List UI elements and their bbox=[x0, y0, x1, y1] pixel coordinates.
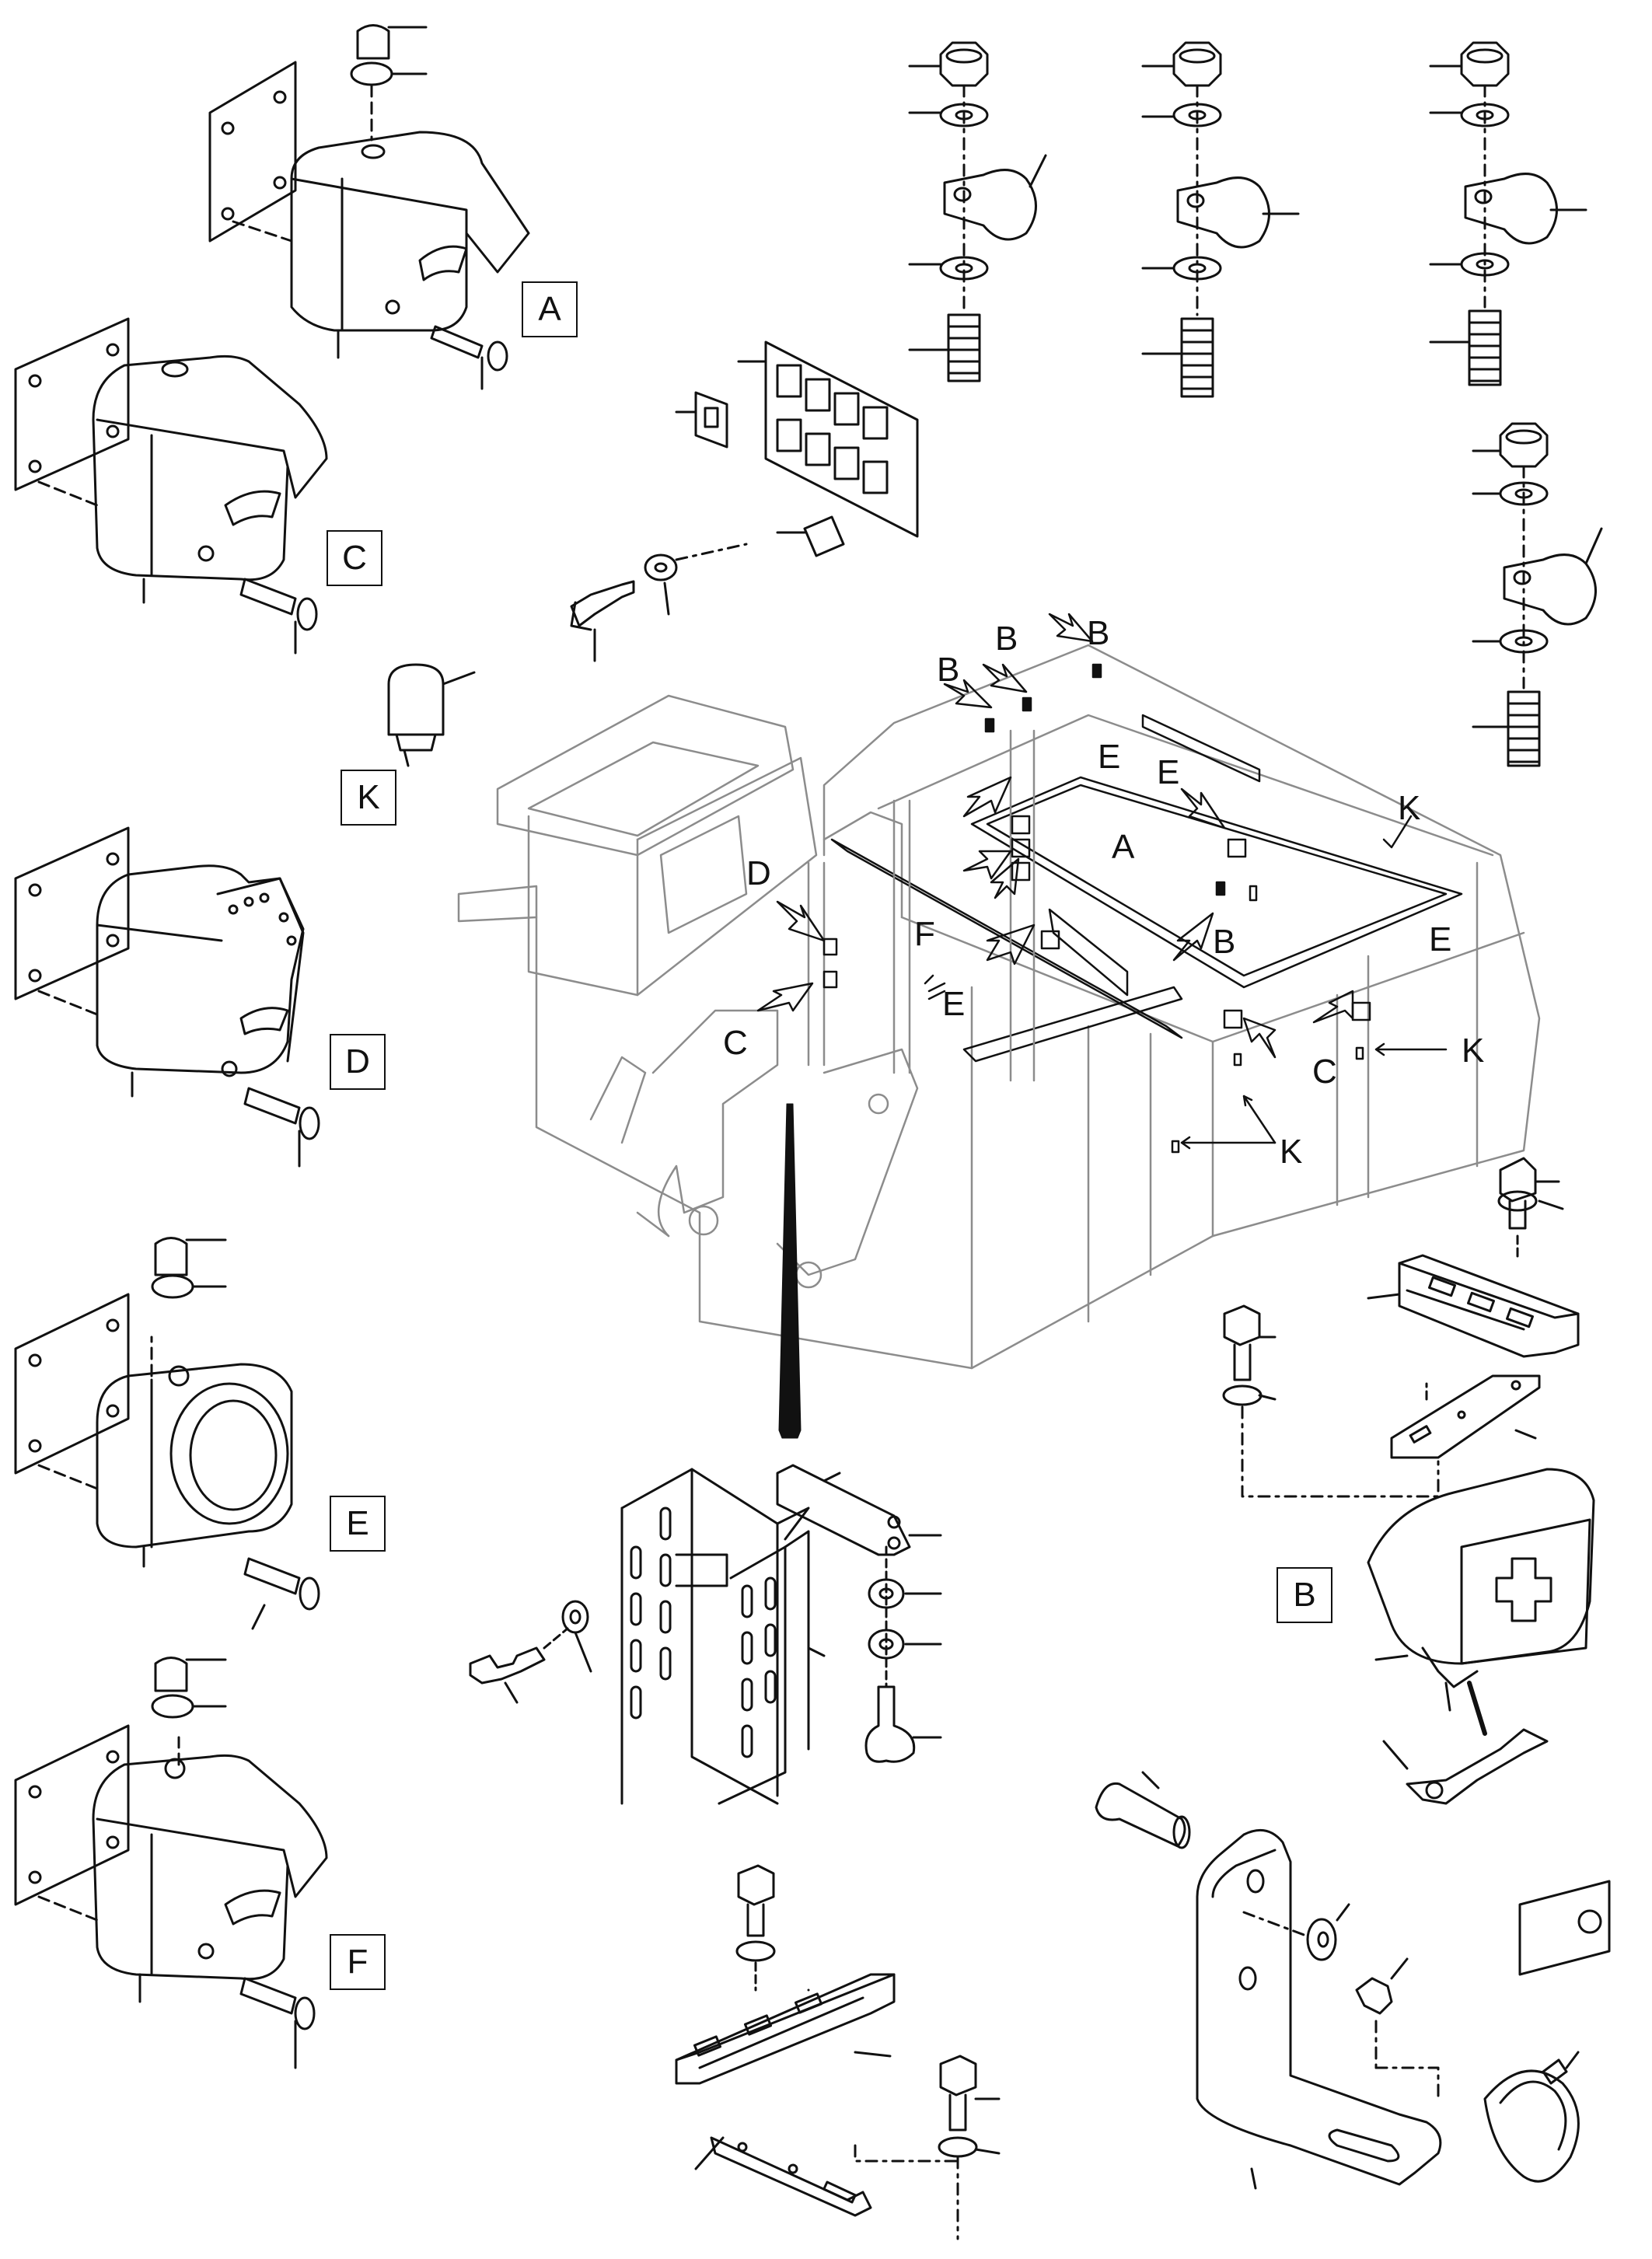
callout-c-2: C bbox=[1312, 1053, 1337, 1091]
lamp-assembly-f bbox=[14, 1657, 328, 2069]
cable-tray-icon bbox=[1222, 1157, 1580, 1498]
callout-a: A bbox=[1112, 828, 1135, 866]
screw-icon bbox=[239, 578, 297, 616]
gasket-plate-icon bbox=[14, 1293, 130, 1475]
bolt-icon bbox=[939, 2055, 977, 2097]
nut-icon bbox=[1499, 422, 1549, 468]
cable-tie-icon bbox=[1483, 2051, 1580, 2183]
lamp-housing-icon bbox=[96, 864, 305, 1074]
washer-icon bbox=[561, 1600, 589, 1634]
angle-bracket bbox=[1095, 1771, 1442, 2190]
stud-icon bbox=[1468, 309, 1502, 386]
nut-icon bbox=[1355, 1977, 1393, 2015]
washer-icon bbox=[1222, 1384, 1263, 1406]
washer-icon bbox=[938, 2136, 978, 2158]
callout-b-1: B bbox=[937, 651, 960, 689]
washer-icon bbox=[350, 61, 393, 86]
washer-icon bbox=[151, 1274, 194, 1299]
callout-k-1: K bbox=[1398, 789, 1421, 827]
lamp-assembly-a bbox=[208, 24, 530, 390]
cable-tray-icon-bottom bbox=[675, 1864, 1001, 2240]
detail-label-k: K bbox=[341, 770, 396, 826]
nut-icon bbox=[939, 41, 989, 87]
callout-e-1: E bbox=[1098, 738, 1121, 776]
gasket-plate-icon bbox=[14, 826, 130, 1000]
washer-icon bbox=[151, 1694, 194, 1719]
mount-points bbox=[823, 663, 1371, 1154]
lamp-assembly-d bbox=[14, 826, 320, 1168]
bolt-icon bbox=[1223, 1304, 1261, 1346]
lamp-assembly-e bbox=[14, 1237, 320, 1630]
cable-clamp-stack-4 bbox=[1472, 422, 1603, 767]
detail-label-d: D bbox=[330, 1034, 386, 1090]
screw-icon bbox=[239, 1977, 297, 2015]
bracket-icon bbox=[776, 1464, 911, 1556]
callout-f: F bbox=[914, 915, 935, 953]
screw-icon bbox=[430, 325, 484, 359]
cable-clamp-icon bbox=[1503, 553, 1597, 626]
bolt-icon bbox=[1499, 1157, 1537, 1203]
callout-c-1: C bbox=[723, 1024, 748, 1062]
cable-clamp-stack-2 bbox=[1141, 41, 1300, 398]
detail-label-a: A bbox=[522, 281, 578, 337]
lamp-housing-icon bbox=[92, 354, 328, 581]
callout-e-2: E bbox=[1157, 753, 1180, 791]
lamp-housing-icon bbox=[290, 131, 530, 332]
lamp-assembly-c bbox=[14, 317, 328, 655]
washer-icon bbox=[1306, 1918, 1337, 1961]
callout-b-3: B bbox=[1087, 614, 1110, 652]
nut-icon bbox=[1172, 41, 1222, 87]
callout-k-2: K bbox=[1462, 1032, 1485, 1070]
washer-icon bbox=[735, 1940, 776, 1962]
callout-e-3: E bbox=[1429, 920, 1452, 958]
lamp-assembly-k bbox=[387, 663, 476, 767]
gasket-plate-icon bbox=[14, 317, 130, 491]
bolt-icon bbox=[469, 1646, 546, 1685]
gasket-plate-icon bbox=[208, 61, 297, 243]
callout-k-3: K bbox=[1280, 1133, 1303, 1171]
machine-outline-icon bbox=[457, 644, 1541, 1370]
callout-d: D bbox=[746, 854, 771, 892]
screw-icon bbox=[243, 1557, 301, 1595]
clamp-stacks bbox=[908, 41, 1603, 767]
label-plate bbox=[1518, 1880, 1611, 1976]
screw-icon bbox=[243, 1087, 301, 1125]
lamp-housing-icon bbox=[96, 1363, 293, 1548]
cable-clamp-stack-3 bbox=[1429, 41, 1587, 386]
callout-arrows bbox=[756, 613, 1448, 1150]
detail-label-f: F bbox=[330, 1934, 386, 1990]
lamp-housing-icon bbox=[387, 663, 445, 736]
lamp-housing-icon bbox=[92, 1754, 328, 1981]
stud-icon bbox=[1180, 317, 1214, 398]
nut-icon bbox=[1460, 41, 1510, 87]
stud-icon bbox=[1507, 690, 1541, 767]
gasket-plate-icon bbox=[14, 1724, 130, 1906]
bolt-icon bbox=[864, 1685, 916, 1763]
cable-clamp-icon bbox=[943, 169, 1037, 241]
bolt-icon bbox=[570, 580, 635, 627]
bolt-icon bbox=[737, 1864, 775, 1906]
cable-clamp-stack-1 bbox=[908, 41, 1047, 382]
bracket-icon bbox=[1406, 1728, 1549, 1805]
stud-icon bbox=[947, 313, 981, 382]
washer-icon bbox=[1497, 1190, 1538, 1212]
pointer-spike bbox=[778, 1103, 802, 1439]
callout-b-2: B bbox=[995, 620, 1018, 658]
detail-label-e: E bbox=[330, 1496, 386, 1552]
switch-panel-icon bbox=[570, 340, 919, 662]
callout-b-4: B bbox=[1213, 923, 1236, 961]
cable-clamp-icon bbox=[1176, 176, 1270, 249]
callout-e-4: E bbox=[942, 985, 966, 1023]
spacer-icon bbox=[1095, 1782, 1186, 1848]
detail-label-c: C bbox=[327, 530, 382, 586]
work-light-icon bbox=[1367, 1468, 1595, 1805]
cable-clamp-icon bbox=[1464, 173, 1558, 245]
detail-label-b: B bbox=[1277, 1567, 1332, 1623]
cable-tray-icon-center bbox=[469, 1464, 942, 1805]
